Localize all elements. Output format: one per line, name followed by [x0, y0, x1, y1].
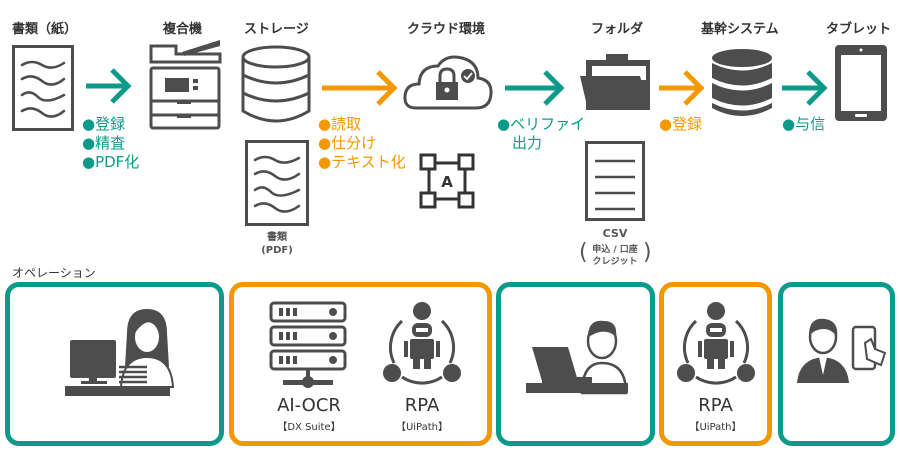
title-storage: ストレージ: [244, 22, 309, 37]
arrow-right-icon: [505, 70, 565, 106]
multifunction-printer-icon: [149, 40, 222, 130]
tablet-icon: [835, 45, 887, 121]
ocr-label: AI-OCR: [277, 395, 341, 416]
male-laptop-operator-icon: [526, 320, 628, 395]
operator-box: [5, 282, 224, 446]
rpa-sub: 【UiPath】: [395, 422, 449, 433]
arrow-right-icon: [659, 70, 705, 106]
step2-notes: ●読取 ●仕分け ●テキスト化: [318, 115, 406, 171]
title-cloud: クラウド環境: [407, 22, 486, 37]
title-mfp: 複合機: [163, 22, 203, 37]
cloud-lock-icon: [403, 55, 493, 110]
arrow-right-icon: [86, 68, 132, 104]
title-folder: フォルダ: [591, 22, 644, 37]
rpa-robot-icon: [383, 302, 461, 385]
arrow-right-icon: [782, 70, 828, 106]
customer-smartphone-icon: [797, 318, 887, 383]
storage-doc-label: 書類: [267, 232, 287, 243]
rpa-box: RPA 【UiPath】: [659, 282, 772, 446]
csv-sub-2: クレジット: [592, 257, 638, 267]
arrow-right-icon: [322, 70, 398, 106]
step1-notes: ●登録 ●精査 ●PDF化: [82, 115, 140, 171]
csv-label: CSV: [602, 227, 628, 240]
paren-left: (: [579, 240, 588, 265]
rpa-sub: 【UiPath】: [689, 422, 742, 433]
rpa-label: RPA: [698, 395, 733, 416]
core-system-database-icon: [712, 49, 772, 116]
storage-doc-sub: (PDF): [261, 245, 293, 256]
step3-notes: ●ベリファイ 出力: [497, 115, 586, 152]
title-core-system: 基幹システム: [701, 22, 779, 37]
rpa-label: RPA: [404, 395, 440, 416]
paper-document-icon: [12, 45, 74, 131]
paren-right: ): [643, 240, 652, 265]
rpa-robot-icon: [677, 302, 755, 385]
step5-notes: ●与信: [782, 115, 826, 133]
title-paper: 書類（紙）: [12, 22, 78, 37]
operation-label: オペレーション: [12, 266, 96, 280]
ocr-sub: 【DX Suite】: [277, 422, 341, 433]
title-tablet: タブレット: [826, 22, 892, 37]
verify-operator-box: [496, 282, 655, 446]
storage-database-icon: [241, 45, 311, 123]
svg-text:A: A: [441, 173, 453, 191]
ocr-rpa-box: AI-OCR 【DX Suite】 RPA 【UiPath】: [229, 282, 492, 446]
csv-document-icon: [585, 141, 645, 221]
text-recognition-icon: A: [419, 153, 475, 209]
female-operator-icon: [65, 309, 175, 396]
pdf-document-icon: [245, 140, 309, 226]
folder-icon: [580, 54, 650, 110]
customer-box: [778, 282, 895, 446]
step4-notes: ●登録: [659, 115, 703, 133]
csv-sub-1: 申込 / 口座: [592, 245, 638, 255]
ai-ocr-server-icon: [269, 301, 347, 388]
